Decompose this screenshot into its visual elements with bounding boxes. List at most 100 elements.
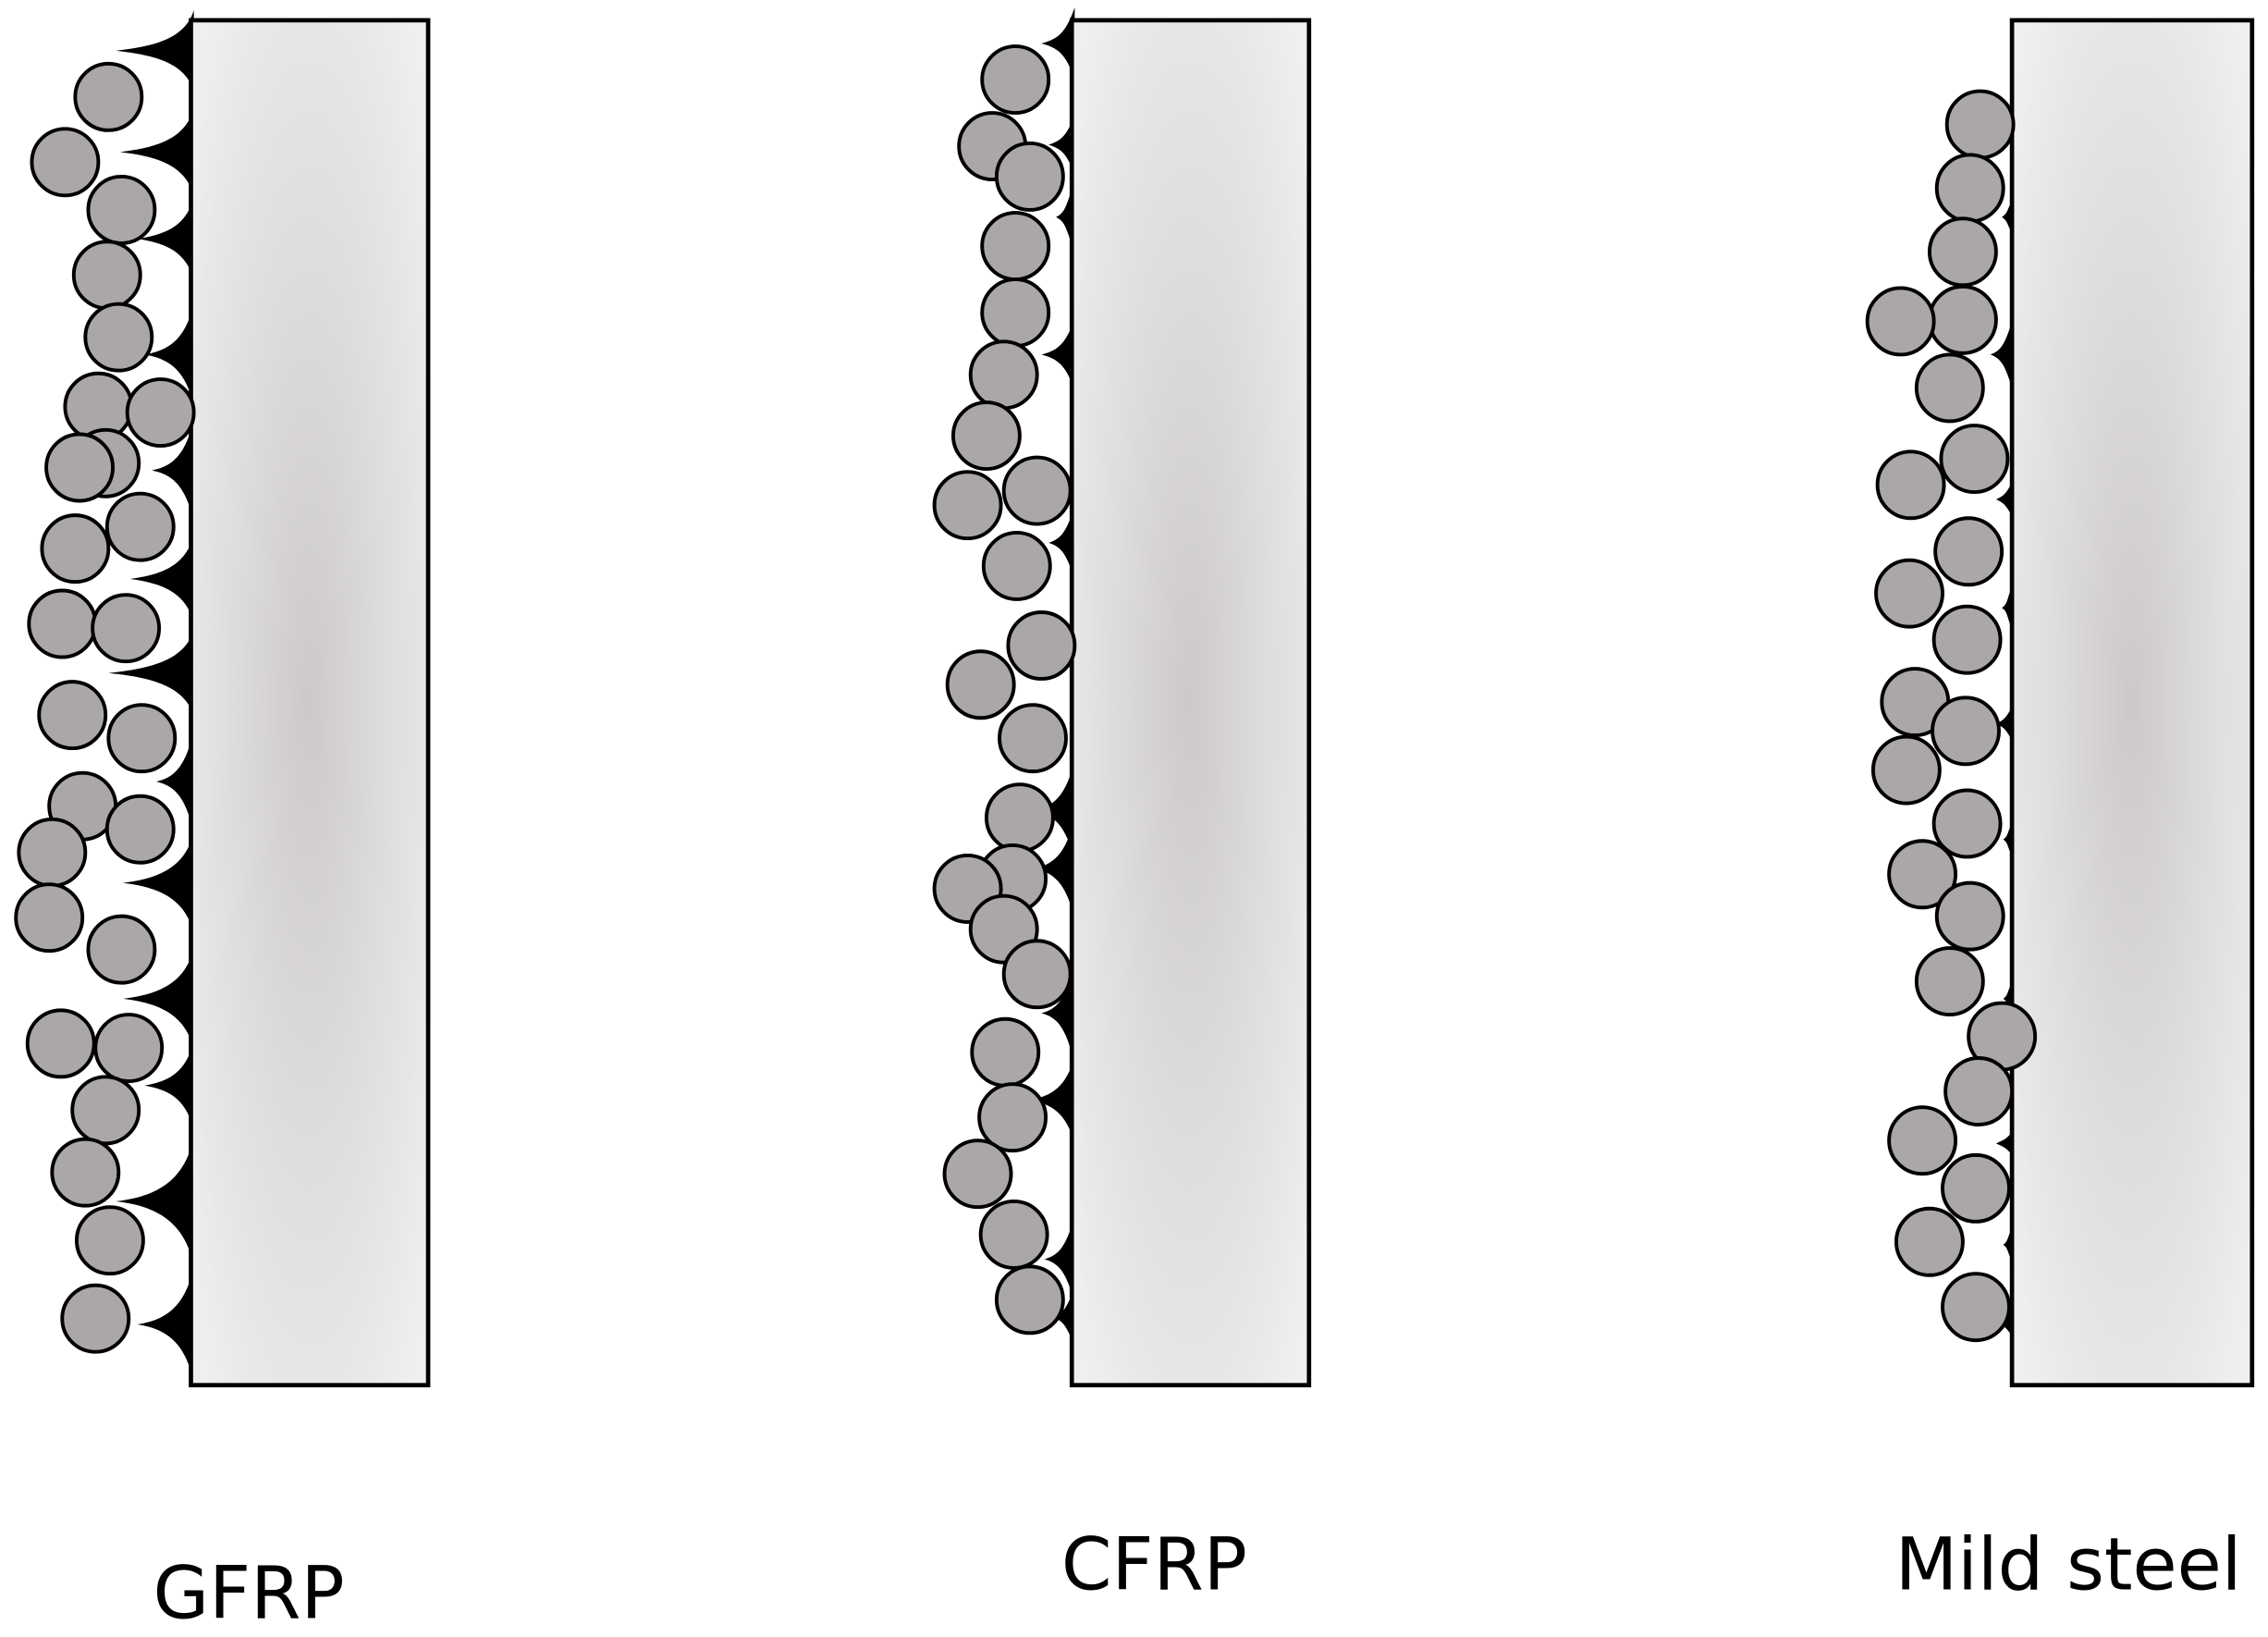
adhesive-layer-gfrp xyxy=(108,9,194,1383)
particle xyxy=(1875,449,1946,521)
particle xyxy=(970,1016,1041,1088)
particle xyxy=(86,914,157,985)
adhesive-spike xyxy=(1048,116,1075,174)
particle xyxy=(74,1205,145,1276)
particle xyxy=(104,794,176,865)
particle xyxy=(981,530,1052,601)
particle xyxy=(1931,695,2001,767)
particle xyxy=(984,782,1055,854)
adhesive-spike xyxy=(137,198,194,280)
particle xyxy=(1931,604,2003,675)
adhesive-spike xyxy=(116,9,194,92)
particle xyxy=(106,703,178,774)
adhesive-spike xyxy=(144,303,194,406)
particle xyxy=(83,302,154,373)
particle xyxy=(27,588,98,659)
particle xyxy=(978,1199,1049,1270)
particle xyxy=(60,1283,131,1354)
adhesive-spike xyxy=(116,1136,194,1267)
particle xyxy=(1934,880,2005,952)
particles-mild-steel xyxy=(1865,89,2038,1343)
particle xyxy=(71,240,142,311)
particle xyxy=(14,882,85,954)
particle xyxy=(1927,284,1998,355)
panel-label-gfrp: GFRP xyxy=(153,1552,345,1636)
particle xyxy=(50,1137,121,1208)
panel-gfrp: GFRP xyxy=(14,9,431,1636)
particle xyxy=(125,377,196,448)
particle xyxy=(37,680,108,751)
particle xyxy=(1006,610,1077,681)
particle xyxy=(17,817,88,888)
plate-mild-steel xyxy=(2009,18,2255,1388)
adhesive-spike xyxy=(1041,962,1075,1065)
adhesive-spike xyxy=(137,1266,194,1383)
particle xyxy=(1939,424,2010,495)
adhesive-spike xyxy=(122,948,194,1050)
adhesive-spike xyxy=(1052,1287,1075,1347)
particle xyxy=(1001,455,1073,526)
panel-label-mild-steel: Mild steel xyxy=(1895,1522,2242,1606)
particle xyxy=(1870,734,1942,806)
particle xyxy=(1943,1056,2015,1126)
particle xyxy=(994,1264,1065,1335)
adhesive-spike xyxy=(119,108,194,196)
particle xyxy=(1941,1152,2011,1224)
adhesive-spike xyxy=(129,535,194,622)
particle xyxy=(994,141,1065,212)
particle xyxy=(86,174,157,245)
particle xyxy=(998,703,1068,774)
particle xyxy=(968,339,1039,411)
particle xyxy=(91,593,162,664)
particle xyxy=(1931,788,2003,859)
particle xyxy=(932,470,1003,541)
particle xyxy=(950,400,1022,472)
particle xyxy=(1874,558,1944,629)
particle xyxy=(70,1075,141,1146)
adhesive-spike xyxy=(1034,759,1075,862)
particle xyxy=(73,61,144,132)
adhesive-spike xyxy=(1048,506,1075,579)
particle xyxy=(1887,1105,1958,1176)
particle xyxy=(942,1139,1013,1210)
particle xyxy=(104,491,176,562)
adhesive-spike xyxy=(1041,318,1075,391)
particle xyxy=(1887,839,1958,910)
adhesive-spike xyxy=(1990,311,2016,399)
panel-mild-steel: Mild steel xyxy=(1865,18,2255,1606)
panel-label-cfrp: CFRP xyxy=(1061,1522,1247,1606)
particle xyxy=(980,44,1051,116)
adhesive-spike xyxy=(1029,1056,1075,1144)
particle xyxy=(44,432,115,503)
particles-gfrp xyxy=(14,61,196,1354)
particle xyxy=(25,1008,96,1079)
plate-gfrp xyxy=(189,18,431,1388)
adhesive-spike xyxy=(144,1041,194,1129)
adhesive-spike xyxy=(122,831,194,934)
particle xyxy=(1914,946,1985,1017)
particle xyxy=(1914,352,1985,424)
adhesive-spike xyxy=(152,419,194,522)
particle xyxy=(30,127,101,198)
particle xyxy=(93,1013,165,1084)
adhesive-spike xyxy=(1044,1215,1075,1303)
particle xyxy=(977,1082,1048,1153)
particle xyxy=(980,211,1051,281)
particle xyxy=(1944,89,2016,160)
particle xyxy=(1933,516,2004,587)
particle xyxy=(1934,153,2005,224)
particle xyxy=(1927,216,1998,288)
particle xyxy=(945,649,1016,720)
particles-cfrp xyxy=(932,44,1077,1335)
plate-cfrp xyxy=(1069,18,1312,1388)
particle xyxy=(980,277,1051,348)
particle xyxy=(1001,939,1073,1010)
particle xyxy=(1894,1206,1965,1277)
panel-cfrp: CFRP xyxy=(932,6,1312,1606)
adhesive-spike xyxy=(108,629,194,717)
particle xyxy=(1941,1272,2011,1343)
particle xyxy=(40,513,111,585)
adhesive-spike xyxy=(155,731,194,832)
particle xyxy=(1865,286,1936,357)
